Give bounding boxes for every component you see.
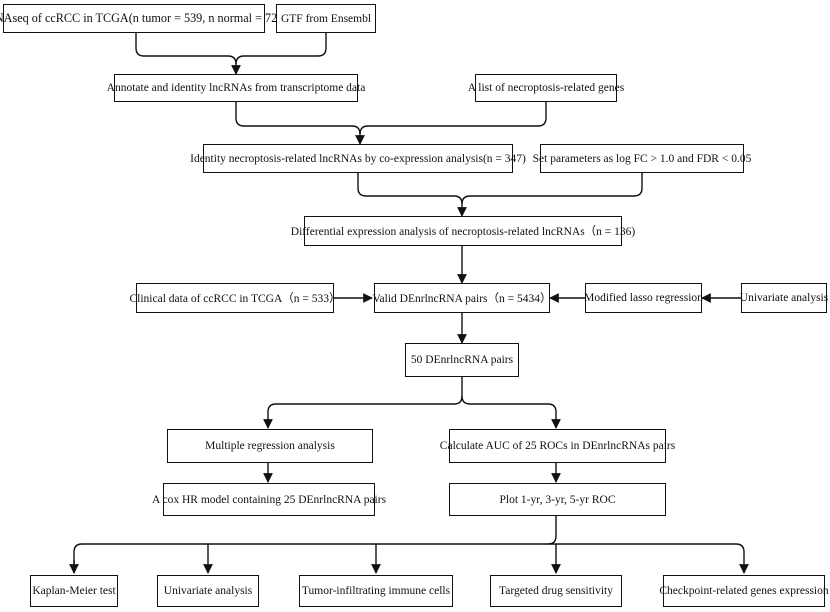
node-cox-model: A cox HR model containing 25 DEnrlncRNA …: [152, 483, 386, 516]
connector-bus: [73, 543, 749, 574]
node-diffexpr: Differential expression analysis of necr…: [291, 216, 635, 246]
connector-pairs50-auc: [461, 395, 561, 429]
node-univariate-top: Univariate analysis: [740, 283, 828, 313]
node-genelist: A list of necroptosis-related genes: [468, 74, 624, 102]
node-valid: Valid DEnrlncRNA pairs（n = 5434）: [373, 283, 551, 313]
node-gtf: GTF from Ensembl: [276, 4, 376, 33]
node-drug-sensitivity: Targeted drug sensitivity: [490, 575, 622, 607]
node-calculate-auc: Calculate AUC of 25 ROCs in DEnrlncRNAs …: [440, 429, 675, 463]
connector-gtf-annotate: [235, 33, 327, 65]
connector-genelist-coexpr: [359, 102, 547, 135]
node-rnaseq: RNAseq of ccRCC in TCGA(n tumor = 539, n…: [0, 4, 281, 33]
connector-params-diffexpr: [461, 173, 643, 205]
connector-rnaseq-annotate: [135, 33, 241, 75]
connector-pairs50-multireg: [263, 377, 463, 429]
node-univariate-bottom: Univariate analysis: [157, 575, 259, 607]
node-50-pairs: 50 DEnrlncRNA pairs: [405, 343, 519, 377]
node-params: Set parameters as log FC > 1.0 and FDR <…: [533, 144, 751, 173]
connector-coexpr-diffexpr: [357, 173, 467, 217]
node-coexpr: Identity necroptosis-related lncRNAs by …: [190, 144, 526, 173]
node-clinical: Clinical data of ccRCC in TCGA（n = 533）: [130, 283, 341, 313]
node-multiple-regression: Multiple regression analysis: [167, 429, 373, 463]
node-plot-roc: Plot 1-yr, 3-yr, 5-yr ROC: [449, 483, 666, 516]
node-immune-cells: Tumor-infiltrating immune cells: [299, 575, 453, 607]
node-kaplan-meier: Kaplan-Meier test: [30, 575, 118, 607]
node-lasso: Modified lasso regression: [584, 283, 703, 313]
connector-plotroc-bus: [547, 535, 557, 545]
node-checkpoint-genes: Checkpoint-related genes expression: [659, 575, 829, 607]
node-annotate: Annotate and identity lncRNAs from trans…: [107, 74, 365, 102]
connector-annotate-coexpr: [235, 102, 365, 145]
